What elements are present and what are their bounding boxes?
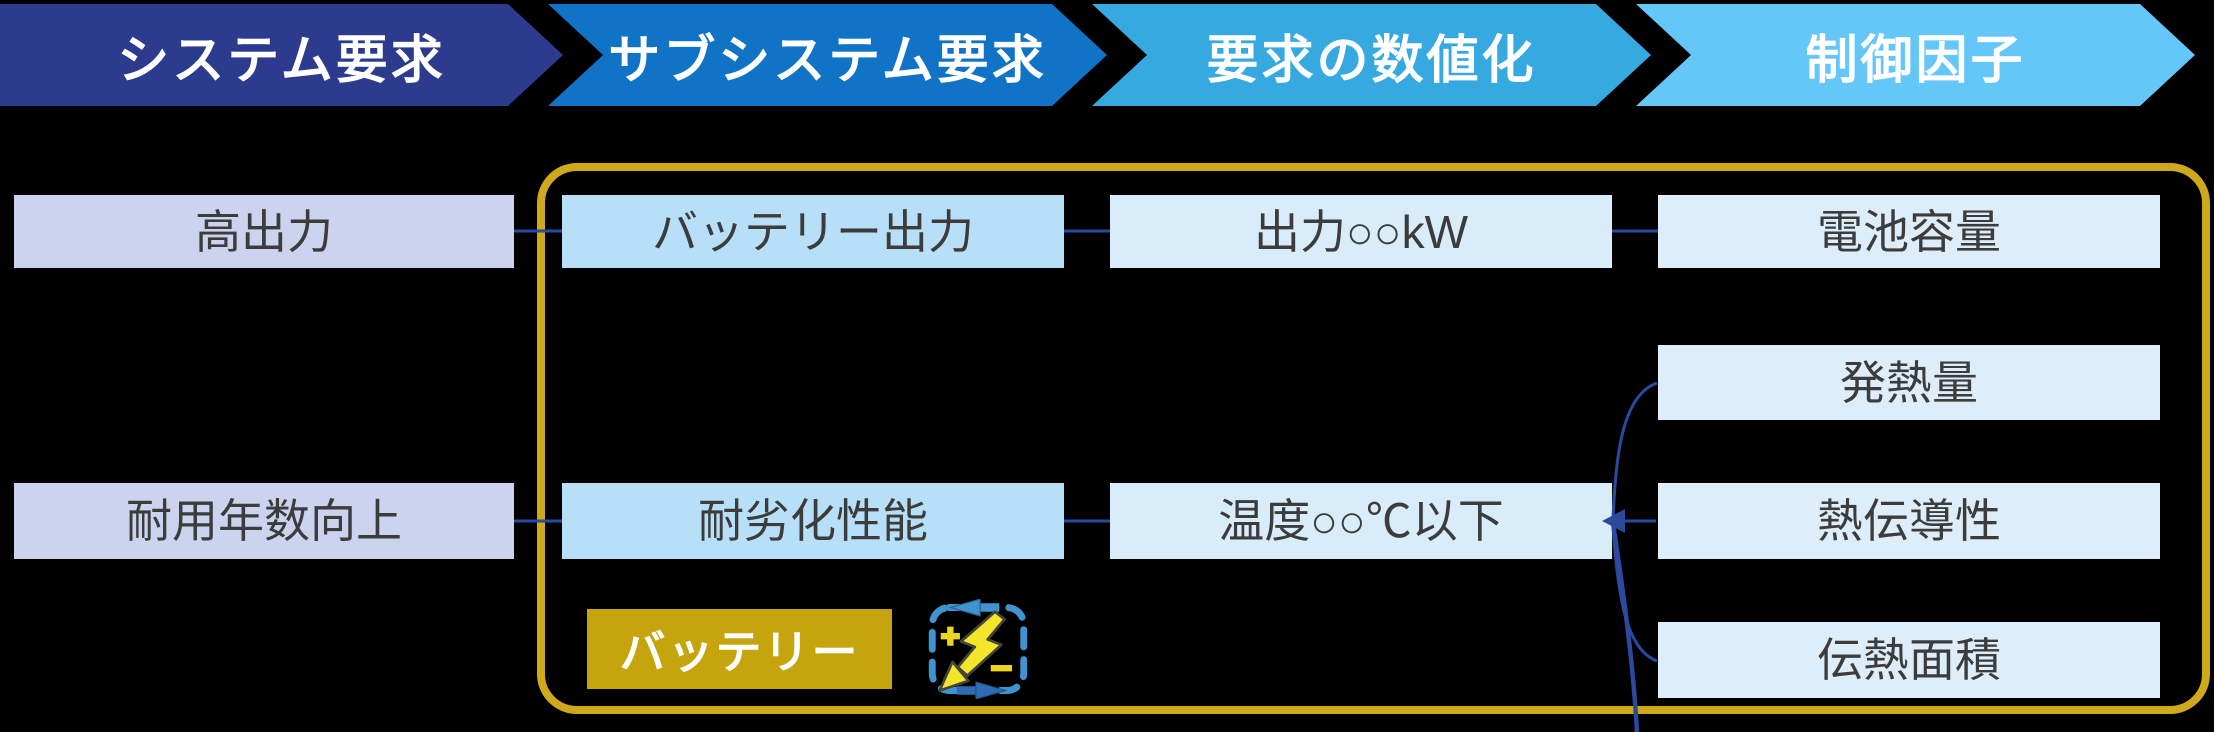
battery-badge: バッテリー (587, 609, 892, 689)
plus-icon (940, 626, 960, 646)
node-label: 耐劣化性能 (698, 495, 928, 547)
node-high-output: 高出力 (14, 195, 514, 268)
node-battery-capacity: 電池容量 (1658, 195, 2160, 268)
connector-fan-heat-generation (1611, 381, 1658, 519)
node-heat-transfer-area: 伝熱面積 (1658, 622, 2160, 698)
node-output-kw: 出力○○kW (1110, 195, 1612, 268)
step-label: システム要求 (117, 31, 446, 90)
connector-fan-heat-transfer-area (1611, 525, 1658, 663)
cycle-arrow-right-icon (975, 681, 1008, 699)
connector-fan-downward (1610, 522, 1640, 732)
step-subsystem-requirements: サブシステム要求 (548, 4, 1107, 106)
node-degradation-resistance: 耐劣化性能 (562, 483, 1064, 559)
step-label: 要求の数値化 (1206, 31, 1537, 90)
node-thermal-conductivity: 熱伝導性 (1658, 483, 2160, 559)
step-requirement-quantification: 要求の数値化 (1092, 4, 1651, 106)
node-label: 出力○○kW (1254, 205, 1468, 258)
node-label: 熱伝導性 (1817, 495, 2001, 547)
node-label: 高出力 (195, 205, 333, 258)
cycle-arrow-top-tail (980, 603, 1000, 612)
node-label: 伝熱面積 (1817, 634, 2001, 686)
cycle-border (928, 604, 1028, 694)
node-label: バッテリー出力 (652, 205, 974, 258)
node-service-life-improvement: 耐用年数向上 (14, 483, 514, 559)
step-label: 制御因子 (1805, 31, 2026, 90)
node-heat-generation: 発熱量 (1658, 345, 2160, 420)
node-label: 温度○○℃以下 (1218, 495, 1504, 547)
step-control-factors: 制御因子 (1636, 4, 2195, 106)
battery-charge-cycle-icon (928, 599, 1028, 699)
cycle-arrow-bottom-tail (956, 686, 976, 695)
node-battery-output: バッテリー出力 (562, 195, 1064, 268)
node-temperature-limit: 温度○○℃以下 (1110, 483, 1612, 559)
node-label: 電池容量 (1817, 205, 2001, 258)
node-label: 発熱量 (1840, 356, 1978, 409)
lightning-bolt-icon (956, 610, 1006, 677)
battery-badge-label: バッテリー (619, 626, 860, 678)
node-label: 耐用年数向上 (126, 495, 402, 547)
step-system-requirements: システム要求 (0, 4, 563, 106)
step-label: サブシステム要求 (608, 31, 1047, 90)
lightning-bolt-arrowhead (938, 660, 970, 692)
cycle-arrow-left-icon (948, 599, 981, 617)
